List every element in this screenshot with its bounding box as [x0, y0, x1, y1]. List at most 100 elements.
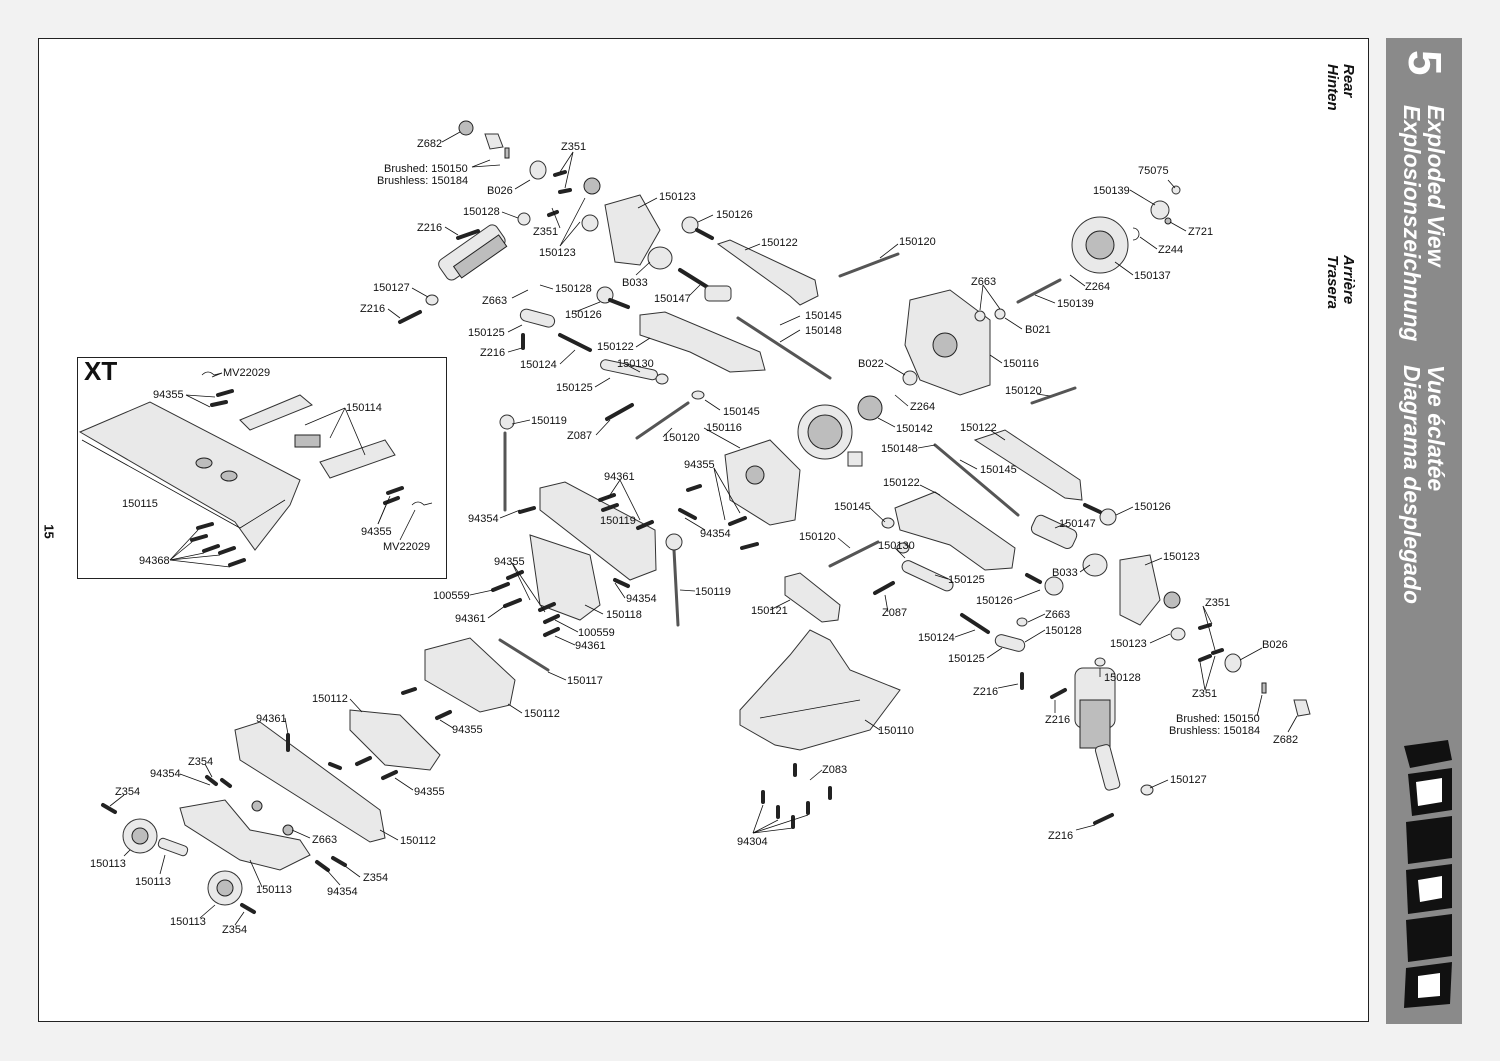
part-label: 150119 — [531, 415, 567, 427]
part-label: 150126 — [565, 309, 602, 321]
xt-label-mv22029-b: MV22029 — [383, 541, 430, 553]
part-label: 150137 — [1134, 270, 1171, 282]
part-label: 94355 — [684, 459, 715, 471]
bumper-mount — [424, 637, 516, 713]
part-label: 150124 — [918, 632, 955, 644]
part-label: Z351 — [533, 226, 558, 238]
part-label: 150130 — [617, 358, 654, 370]
part-label: 94361 — [256, 713, 287, 725]
part-label: 150128 — [1045, 625, 1082, 637]
quantum-logo — [1404, 740, 1452, 1008]
part-label: 150122 — [597, 341, 634, 353]
part-label: 150127 — [1170, 774, 1207, 786]
part-label: 150139 — [1093, 185, 1130, 197]
part-label: 150113 — [256, 884, 292, 896]
part-label: Z663 — [1045, 609, 1070, 621]
part-label: 150125 — [948, 653, 985, 665]
xt-label-150114: 150114 — [346, 402, 382, 414]
part-label: 150145 — [723, 406, 760, 418]
part-label: 150112 — [524, 708, 560, 720]
part-label: 150128 — [1104, 672, 1141, 684]
xt-label-94355-b: 94355 — [361, 526, 392, 538]
part-label: Brushless: 150184 — [1169, 725, 1260, 737]
part-label: 75075 — [1138, 165, 1169, 177]
part-label: 150142 — [896, 423, 933, 435]
xt-label-94368: 94368 — [139, 555, 170, 567]
part-label: 150123 — [1163, 551, 1200, 563]
part-label: 94361 — [575, 640, 606, 652]
part-label: 150145 — [980, 464, 1017, 476]
part-label: 150126 — [1134, 501, 1171, 513]
part-label: 150128 — [555, 283, 592, 295]
wing-mount — [239, 394, 313, 431]
part-label: 150122 — [883, 477, 920, 489]
part-label: Z663 — [482, 295, 507, 307]
part-label: B026 — [1262, 639, 1288, 651]
part-label: 150113 — [90, 858, 126, 870]
part-label: 150125 — [468, 327, 505, 339]
part-label: 94354 — [468, 513, 499, 525]
part-label: Z216 — [1045, 714, 1070, 726]
part-label: Brushless: 150184 — [377, 175, 468, 187]
part-label: 150148 — [881, 443, 918, 455]
part-label: Z663 — [971, 276, 996, 288]
part-label: Z216 — [1048, 830, 1073, 842]
upper-arm-right — [973, 429, 1083, 501]
part-label: Z351 — [1205, 597, 1230, 609]
part-label: Z682 — [417, 138, 442, 150]
part-label: Brushed: 150150 — [1176, 713, 1260, 725]
part-label: 150145 — [805, 310, 842, 322]
part-label: 150145 — [834, 501, 871, 513]
part-label: 100559 — [578, 627, 615, 639]
part-label: Z087 — [882, 607, 907, 619]
part-label: 94355 — [414, 786, 445, 798]
part-label: Brushed: 150150 — [384, 163, 468, 175]
xt-labels: MV22029 94355 150114 150115 94355 MV2202… — [122, 367, 430, 567]
xt-title: XT — [84, 356, 118, 386]
part-label: B026 — [487, 185, 513, 197]
leader-lines — [109, 131, 1298, 926]
front-parts — [101, 637, 550, 914]
rear-hub — [604, 194, 661, 266]
part-label: 150122 — [960, 422, 997, 434]
wing-mount — [319, 439, 396, 479]
arm-mount — [784, 572, 841, 623]
rear-left-shock — [398, 120, 900, 380]
part-label: Z244 — [1158, 244, 1183, 256]
part-label: 150119 — [600, 515, 636, 527]
part-label: 150123 — [539, 247, 576, 259]
rear-left-arm — [499, 308, 766, 512]
part-label: Z216 — [480, 347, 505, 359]
part-label: 94354 — [150, 768, 181, 780]
part-label: 150110 — [878, 725, 914, 737]
part-label: 150127 — [373, 282, 410, 294]
part-label: 94354 — [626, 593, 657, 605]
part-label: B021 — [1025, 324, 1051, 336]
part-label: 150120 — [899, 236, 936, 248]
part-label: 150123 — [1110, 638, 1147, 650]
part-label: Z351 — [1192, 688, 1217, 700]
part-label: 150148 — [805, 325, 842, 337]
part-label: Z083 — [822, 764, 847, 776]
part-label: 150124 — [520, 359, 557, 371]
xt-label-mv22029: MV22029 — [223, 367, 270, 379]
part-label: 94355 — [452, 724, 483, 736]
part-label: Z264 — [1085, 281, 1110, 293]
part-label: 150139 — [1057, 298, 1094, 310]
rear-right-arm — [784, 429, 1311, 825]
rear-gearbox — [797, 185, 1181, 467]
upper-arm — [716, 239, 819, 306]
xt-label-94355: 94355 — [153, 389, 184, 401]
part-label: 94354 — [700, 528, 731, 540]
part-label: 150117 — [567, 675, 603, 687]
part-label: Z351 — [561, 141, 586, 153]
part-label: 94361 — [604, 471, 635, 483]
part-label: Z354 — [188, 756, 213, 768]
part-label: 150126 — [976, 595, 1013, 607]
part-label: Z354 — [363, 872, 388, 884]
part-label: Z663 — [312, 834, 337, 846]
part-label: 150147 — [1059, 518, 1096, 530]
part-label: 150126 — [716, 209, 753, 221]
part-label: 94304 — [737, 836, 768, 848]
